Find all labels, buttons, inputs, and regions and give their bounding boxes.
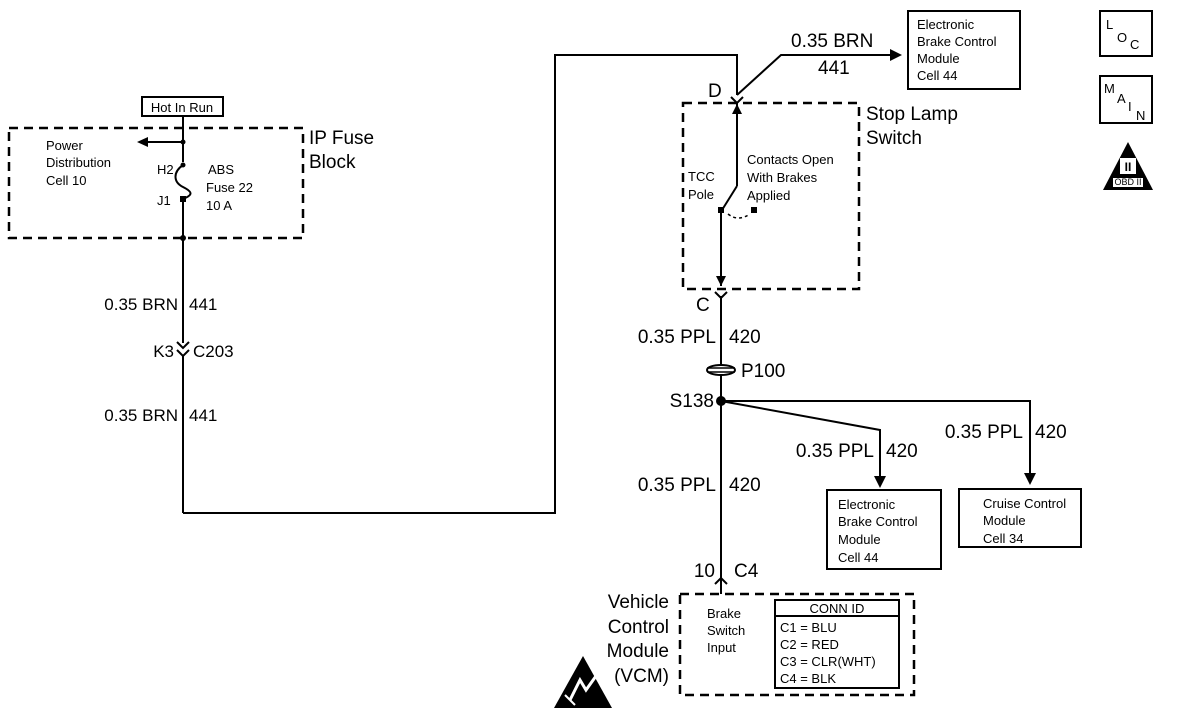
power-dist-arrow-icon	[137, 137, 148, 147]
svg-text:Cell 44: Cell 44	[917, 68, 957, 83]
top-wire-gauge: 0.35 BRN	[791, 31, 873, 52]
wire-420-mid-circuit: 420	[886, 441, 918, 462]
conn-id-table: CONN ID C1 = BLU C2 = RED C3 = CLR(WHT) …	[774, 599, 900, 689]
svg-text:Module: Module	[838, 532, 881, 547]
vcm-label-1: Vehicle	[608, 592, 669, 613]
power-dist-label-3: Cell 10	[46, 173, 86, 188]
svg-text:Module: Module	[917, 51, 960, 66]
wire-420-top-circuit: 420	[729, 327, 761, 348]
ebcm-top-arrow-icon	[890, 49, 902, 61]
ip-fuse-block-label-1: IP Fuse	[309, 128, 374, 149]
svg-text:Brake Control: Brake Control	[838, 514, 918, 529]
wire-420-vcm-circuit: 420	[729, 475, 761, 496]
tcc-pole-label-2: Pole	[688, 187, 714, 202]
left-wire-bottom-circuit: 441	[189, 406, 217, 425]
brake-input-label-2: Switch	[707, 623, 745, 638]
ip-fuse-block-outline	[7, 126, 305, 240]
fuse-label-3: 10 A	[206, 198, 232, 213]
ebcm-top-box: Electronic Brake Control Module Cell 44	[907, 10, 1021, 90]
connector-c203-icon	[176, 341, 190, 350]
loc-icon[interactable]: L O C	[1099, 10, 1153, 57]
ebcm-bottom-arrow-icon	[874, 476, 886, 488]
svg-text:Cell 34: Cell 34	[983, 531, 1023, 546]
svg-text:C: C	[1130, 37, 1139, 52]
branch-wire-ebcm	[720, 400, 881, 478]
power-dist-label-1: Power	[46, 138, 84, 153]
vcm-label-3: Module	[607, 641, 669, 662]
stop-lamp-label-1: Stop Lamp	[866, 104, 958, 125]
cruise-control-box: Cruise Control Module Cell 34	[958, 488, 1082, 548]
switch-contact-icon	[721, 185, 738, 211]
conn-id-row: C2 = RED	[780, 637, 839, 652]
c203-pin: K3	[153, 342, 174, 361]
svg-text:Brake Control: Brake Control	[917, 34, 997, 49]
svg-text:M: M	[1104, 81, 1115, 96]
conn-id-title: CONN ID	[810, 601, 865, 616]
wire-420-vcm-gauge: 0.35 PPL	[638, 475, 716, 496]
ip-fuse-block-label-2: Block	[309, 152, 356, 173]
conn-id-row: C4 = BLK	[780, 671, 836, 686]
pin-c-label: C	[696, 295, 710, 316]
svg-text:Hot In Run: Hot In Run	[151, 100, 213, 115]
svg-text:I: I	[1128, 99, 1132, 114]
wire-420-mid-gauge: 0.35 PPL	[796, 441, 874, 462]
main-icon[interactable]: M A I N	[1099, 75, 1153, 124]
svg-text:N: N	[1136, 108, 1145, 123]
top-wire-ebcm	[736, 54, 890, 96]
fuse-label-2: Fuse 22	[206, 180, 253, 195]
vcm-outline	[678, 592, 916, 697]
svg-text:A: A	[1117, 91, 1126, 106]
splice-label: S138	[670, 391, 714, 412]
route-wire-441	[183, 54, 738, 514]
fuse-icon	[174, 164, 192, 200]
contacts-label-1: Contacts Open	[747, 152, 834, 167]
svg-text:Cell 44: Cell 44	[838, 550, 878, 565]
c4-name: C4	[734, 561, 759, 582]
branch-wire-cruise	[721, 400, 1031, 474]
c203-name: C203	[193, 342, 234, 361]
cruise-arrow-icon	[1024, 473, 1036, 485]
stop-lamp-label-2: Switch	[866, 128, 922, 149]
conn-id-row: C3 = CLR(WHT)	[780, 654, 876, 669]
ebcm-bottom-box: Electronic Brake Control Module Cell 44	[826, 489, 942, 570]
conn-id-row: C1 = BLU	[780, 620, 837, 635]
pin-d-label: D	[708, 81, 722, 102]
c4-pin: 10	[694, 561, 715, 582]
power-dist-label-2: Distribution	[46, 155, 111, 170]
contacts-label-2: With Brakes	[747, 170, 818, 185]
brake-input-label-3: Input	[707, 640, 736, 655]
wire-420-cruise-circuit: 420	[1035, 422, 1067, 443]
svg-text:L: L	[1106, 17, 1113, 32]
wire-420-cruise-gauge: 0.35 PPL	[945, 422, 1023, 443]
top-wire-circuit: 441	[818, 58, 850, 79]
wire-420-top-gauge: 0.35 PPL	[638, 327, 716, 348]
fuse-label-1: ABS	[208, 162, 234, 177]
left-wire-top-circuit: 441	[189, 295, 217, 314]
esd-warning-icon	[554, 656, 612, 708]
p100-passthrough-icon	[706, 364, 736, 376]
svg-text:II: II	[1125, 160, 1132, 174]
fuse-terminal-h2: H2	[157, 162, 174, 177]
svg-text:Electronic: Electronic	[838, 497, 896, 512]
tcc-pole-label-1: TCC	[688, 169, 715, 184]
left-wire-top-gauge: 0.35 BRN	[104, 295, 178, 314]
svg-text:Electronic: Electronic	[917, 17, 975, 32]
left-wire-bottom-gauge: 0.35 BRN	[104, 406, 178, 425]
svg-text:O: O	[1117, 30, 1127, 45]
p100-label: P100	[741, 361, 785, 382]
svg-text:OBD II: OBD II	[1114, 177, 1141, 187]
hot-in-run-label: Hot In Run	[141, 96, 224, 117]
contacts-label-3: Applied	[747, 188, 790, 203]
vcm-label-2: Control	[608, 617, 669, 638]
vcm-label-4: (VCM)	[614, 666, 669, 687]
obd-ii-icon[interactable]: II OBD II	[1103, 142, 1153, 190]
brake-input-label-1: Brake	[707, 606, 741, 621]
svg-text:Module: Module	[983, 513, 1026, 528]
fuse-terminal-j1: J1	[157, 193, 171, 208]
stop-lamp-switch-outline	[681, 101, 861, 291]
svg-text:Cruise Control: Cruise Control	[983, 496, 1066, 511]
